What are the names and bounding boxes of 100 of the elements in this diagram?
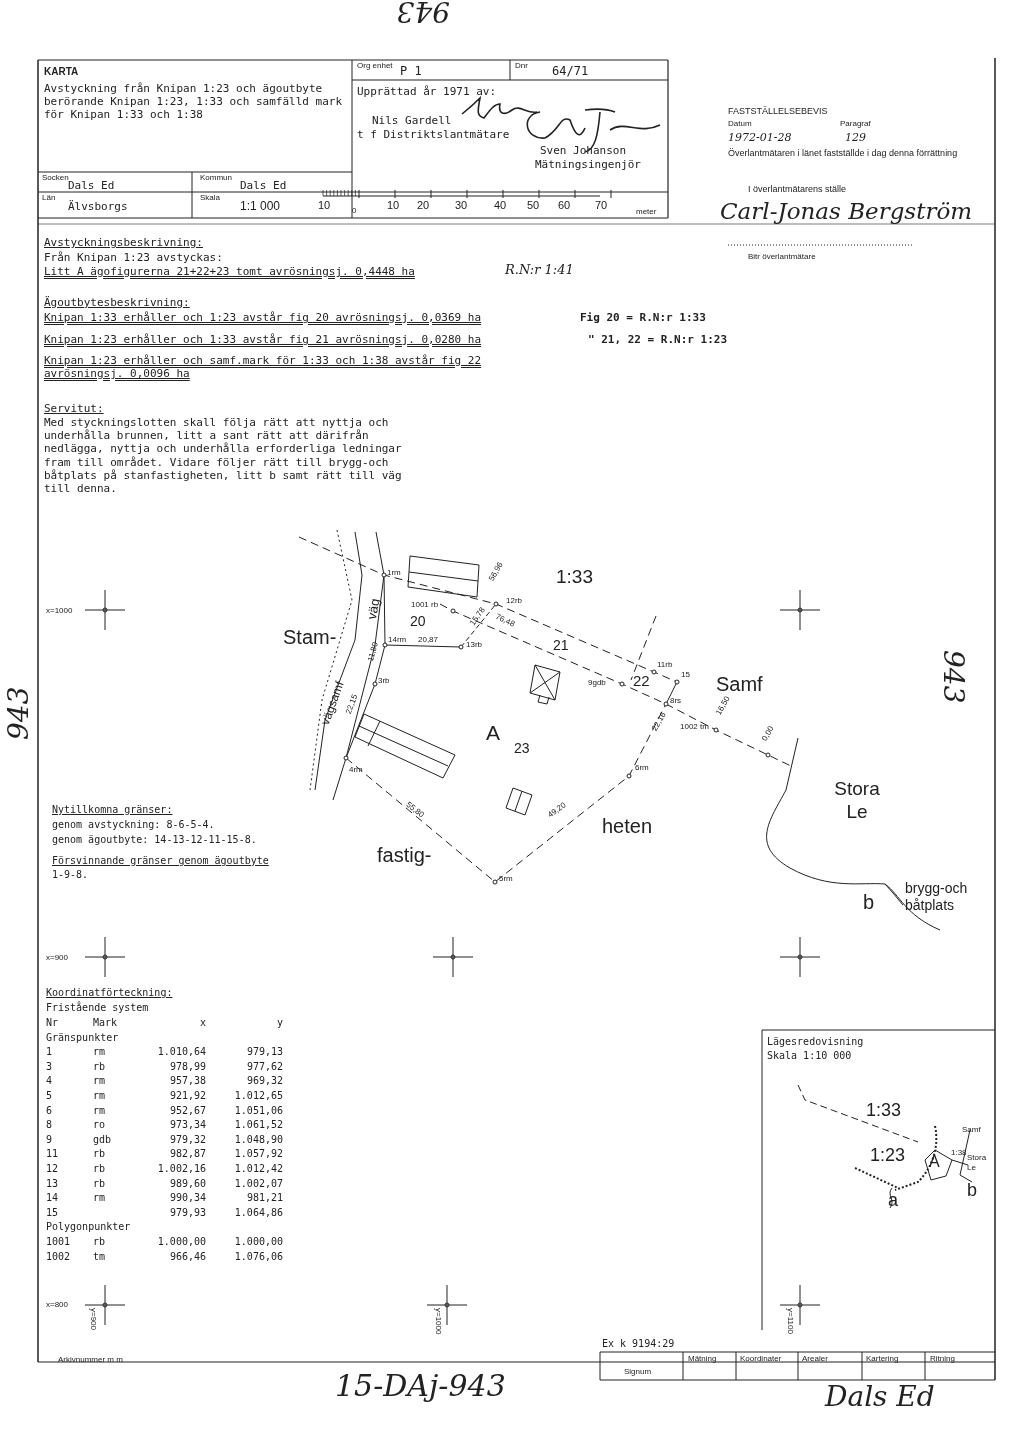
parcel-letter: A (486, 720, 500, 746)
handwritten-number: 943 (936, 650, 970, 704)
place-name: Samf (716, 672, 763, 696)
note-text: 1-9-8. (52, 869, 89, 881)
table-heading: Koordinatförteckning: (46, 987, 173, 999)
section-heading: Avstyckningsbeskrivning: (44, 236, 203, 250)
table-cell: 11 (46, 1148, 59, 1161)
table-cell: 1001 (46, 1236, 71, 1248)
table-cell: 4 (46, 1075, 53, 1088)
field-caption: Kommun (200, 173, 232, 183)
table-cell: 1.002,16 (157, 1163, 206, 1175)
table-cell: 6 (46, 1104, 53, 1117)
table-cell: 921,92 (169, 1090, 206, 1102)
place-name: brygg-och båtplats (905, 880, 969, 914)
field-value: 129 (845, 131, 866, 145)
table-cell: ro (93, 1119, 106, 1132)
handwritten-note: R.N:r 1:41 (505, 262, 574, 278)
table-cell: 8 (46, 1119, 53, 1132)
field-value: Dals Ed (240, 179, 287, 193)
field-caption: Dnr (515, 61, 528, 71)
field-caption: Ritning (930, 1354, 955, 1364)
date-text: 1972-01-28 (728, 131, 792, 145)
table-cell: 957,38 (169, 1075, 206, 1088)
table-cell: 9 (46, 1133, 53, 1146)
table-cell: 1 (46, 1046, 53, 1059)
place-name: Stora Le (967, 1153, 988, 1173)
property-label: 1:38 (951, 1148, 967, 1157)
parcel-number: 23 (514, 740, 530, 757)
table-header: x (199, 1017, 206, 1029)
table-cell: rb (93, 1236, 106, 1248)
table-cell: rb (93, 1060, 106, 1073)
table-cell: rb (93, 1177, 106, 1190)
property-label: 1:33 (866, 1100, 902, 1122)
table-cell: 952,67 (169, 1104, 206, 1117)
table-cell: rb (93, 1148, 106, 1161)
table-cell: 13 (46, 1177, 59, 1190)
point-label: 3rb (378, 676, 390, 686)
parcel-number: 21 (553, 637, 569, 654)
place-name: Stam- (283, 625, 337, 649)
handwritten-number: 15-DAj-943 (335, 1368, 506, 1404)
table-cell: 1.064,86 (234, 1206, 283, 1219)
road-label: väg (364, 597, 383, 621)
field-caption: Arealer (802, 1354, 828, 1364)
table-header: Mark (93, 1017, 118, 1029)
table-cell: gdb (93, 1133, 112, 1146)
scale-tick-label: 10 (387, 199, 400, 213)
scale-tick-label: 70 (595, 199, 608, 213)
point-label: 4rm (349, 765, 363, 775)
table-cell: 14 (46, 1192, 59, 1205)
field-text: Upprättad år 1971 av: (357, 85, 497, 99)
field-caption: Paragraf (840, 119, 871, 129)
table-cell: 977,62 (246, 1060, 283, 1073)
table-cell: rm (93, 1046, 106, 1059)
property-label: 1:23 (870, 1145, 906, 1167)
field-caption: Koordinater (740, 1354, 782, 1364)
table-cell: 15 (46, 1206, 59, 1219)
scale-tick-label: 60 (558, 199, 571, 213)
note-text: " 21, 22 = R.N:r 1:23 (588, 333, 728, 347)
table-cell: 1.076,06 (234, 1250, 283, 1263)
certificate-text: Överlantmätaren i länet fastställde i dag denna förrättning (728, 148, 959, 159)
parcel-letter: b (863, 890, 875, 914)
field-text: I överlantmätarens ställe (748, 184, 847, 195)
paragraph: Knipan 1:23 erhåller och samf.mark för 1:33 och 1:38 avstår fig 22 avrösningsj. 0,0096 ha (44, 354, 483, 381)
title-text: Mätningsingenjör (535, 158, 641, 172)
paragraph: Med styckningslotten skall följa rätt att nyttja och underhålla brunnen, litt a sant rätt att därifrån nedlägga, nyttja och underhålla erforderliga ledningar fram till området. Vidare följer rätt till brygg-och båtplats på stanfastigheten, litt b samt rätt till väg till denna. (44, 416, 403, 496)
table-cell: 1.048,90 (234, 1133, 283, 1146)
point-label: 15 (681, 670, 690, 680)
handwritten-number: 943 (2, 686, 36, 740)
field-caption: Socken (42, 173, 69, 182)
place-name: heten (602, 814, 653, 838)
table-cell: rm (93, 1192, 106, 1205)
inset-scale: Skala 1:10 000 (767, 1050, 852, 1062)
table-cell: tm (93, 1250, 106, 1263)
table-cell: 1.000,00 (234, 1236, 283, 1248)
scale-tick-label: 50 (527, 199, 540, 213)
table-cell: 1.012,65 (234, 1090, 283, 1102)
scale-value: 1:1 000 (240, 199, 281, 214)
table-cell: rb (93, 1163, 106, 1175)
point-label: 9gdb (588, 678, 606, 688)
table-cell: 5 (46, 1090, 53, 1102)
point-label: 14rm (388, 635, 407, 645)
scale-tick-label: 40 (494, 199, 507, 213)
table-caption: Fristående system (46, 1002, 149, 1014)
field-value: Älvsborgs (68, 200, 128, 214)
certificate-heading: FASTSTÄLLELSEBEVIS (728, 106, 828, 117)
section-heading: Ägoutbytesbeskrivning: (44, 296, 190, 310)
table-header: Nr (46, 1017, 59, 1029)
table-cell: 1.002,07 (234, 1177, 283, 1190)
table-cell: 982,87 (169, 1148, 206, 1161)
section-heading: Servitut: (44, 402, 104, 416)
table-section-header: Polygonpunkter (46, 1221, 131, 1234)
grid-coordinate: x=900 (46, 953, 69, 963)
scale-tick-label: 30 (455, 199, 468, 213)
paragraph: Från Knipan 1:23 avstyckas: (44, 251, 223, 265)
handwritten-number: 943 (396, 0, 450, 28)
handwritten-place-name: Dals Ed (825, 1380, 935, 1414)
parcel-number: 20 (410, 613, 426, 630)
grid-coordinate: y=1100 (785, 1308, 795, 1334)
unit-label: meter (636, 207, 657, 217)
scale-tick-label: 0 (352, 206, 357, 216)
